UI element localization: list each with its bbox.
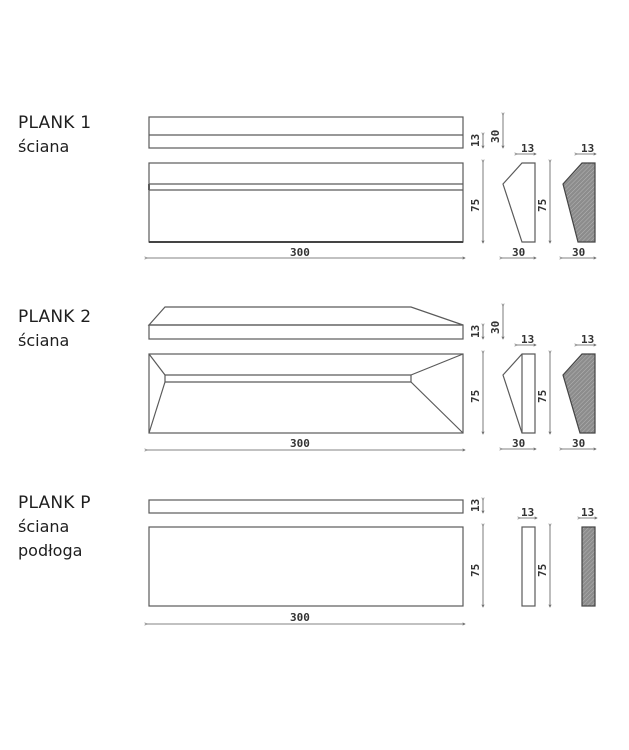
plank-2-label: PLANK 2 ściana [18, 305, 91, 353]
plank-p-title: PLANK P [18, 493, 91, 513]
plank-p-top-view [148, 499, 464, 514]
plank-p-length-text: 300 [290, 611, 310, 624]
plank-2-section-bottom-text: 30 [572, 437, 585, 450]
plank-1-profile-height-text: 75 [536, 199, 549, 212]
plank-1-front-view [148, 162, 464, 243]
plank-2-profile-bottom-text: 30 [512, 437, 525, 450]
plank-2-full-text: 30 [489, 321, 502, 334]
plank-2-top-bevel [147, 306, 464, 326]
plank-2-top-view [148, 324, 464, 340]
plank-1-top-view [148, 116, 464, 149]
plank-1-section-hatched [562, 162, 596, 243]
plank-2-height-text: 75 [469, 390, 482, 403]
plank-1-profile-bottom-text: 30 [512, 246, 525, 259]
plank-2-use-wall: ściana [18, 331, 70, 350]
plank-2-section-top-text: 13 [581, 333, 594, 346]
plank-2-length-text: 300 [290, 437, 310, 450]
plank-p-label: PLANK P ściana podłoga [18, 491, 91, 563]
plank-1-full-text: 30 [489, 130, 502, 143]
plank-1-section-bottom-text: 30 [572, 246, 585, 259]
plank-p-use-floor: podłoga [18, 541, 83, 560]
plank-p-profile [521, 526, 536, 607]
plank-2-thin-text: 13 [469, 325, 482, 338]
plank-1-section-top-text: 13 [581, 142, 594, 155]
plank-1-height-text: 75 [469, 199, 482, 212]
plank-1-label: PLANK 1 ściana [18, 111, 91, 159]
plank-p-profile-height-text: 75 [536, 564, 549, 577]
plank-p-profile-top-text: 13 [521, 506, 534, 519]
plank-1-length-text: 300 [290, 246, 310, 259]
plank-p-height-text: 75 [469, 564, 482, 577]
plank-1-profile-top-text: 13 [521, 142, 534, 155]
plank-1-profile [502, 162, 536, 243]
plank-2-profile-height-text: 75 [536, 390, 549, 403]
plank-1-thin-text: 13 [469, 134, 482, 147]
plank-2-front-view [148, 353, 464, 434]
plank-2-profile-top-text: 13 [521, 333, 534, 346]
plank-2-drawing [147, 306, 596, 450]
plank-p-thin-text: 13 [469, 499, 482, 512]
plank-p-drawing [147, 500, 597, 624]
plank-1-drawing [147, 115, 596, 258]
plank-p-use-wall: ściana [18, 517, 70, 536]
plank-p-section-hatched [581, 526, 596, 607]
plank-2-profile [502, 353, 536, 434]
plank-p-front-view [148, 526, 464, 607]
plank-1-title: PLANK 1 [18, 113, 92, 133]
plank-2-section-hatched [562, 353, 596, 434]
plank-2-title: PLANK 2 [18, 307, 92, 327]
plank-p-section-top-text: 13 [581, 506, 594, 519]
plank-1-use-wall: ściana [18, 137, 70, 156]
